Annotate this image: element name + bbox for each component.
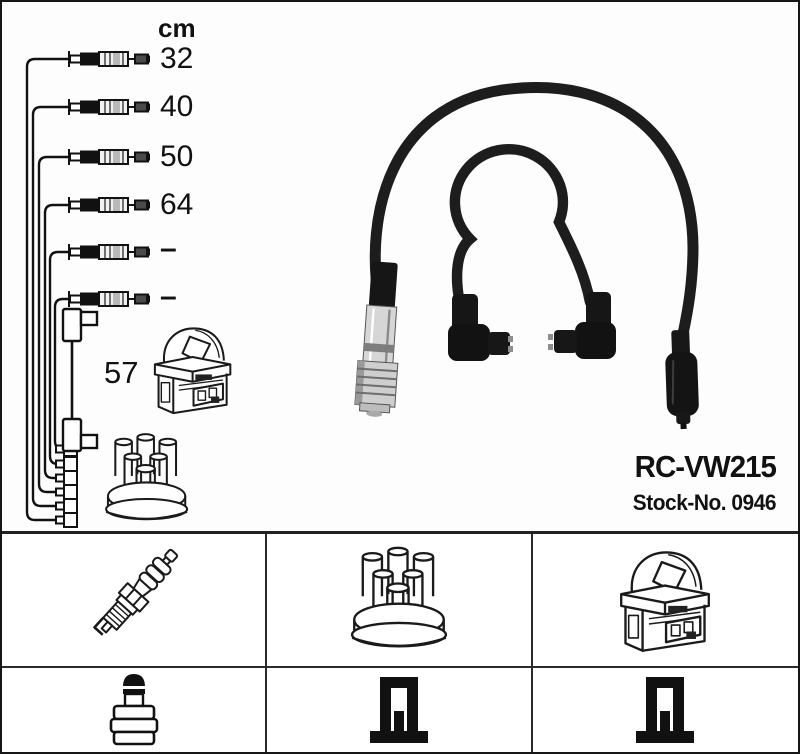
wire-tree-lines xyxy=(25,57,68,522)
distributor-side-terminals xyxy=(55,441,78,528)
left-elbow-boot xyxy=(448,294,513,361)
cell-coil-connection xyxy=(533,668,798,752)
looped-plug-cable xyxy=(449,144,596,310)
cell-ignition-coil xyxy=(532,534,798,668)
din-terminal-icon xyxy=(369,677,428,743)
plug-boot-icon xyxy=(109,672,158,746)
wire-length-value: 64 xyxy=(160,188,194,221)
wire-length-value: 32 xyxy=(160,42,194,75)
coil-lead-cable xyxy=(369,82,699,340)
spark-plug-icon xyxy=(89,541,186,645)
wire-length-value: – xyxy=(160,232,177,265)
din-terminal-icon xyxy=(636,677,695,743)
part-number: RC-VW215 xyxy=(634,449,777,484)
coil-wire-length-value: 57 xyxy=(104,355,139,390)
wire-length-value: 40 xyxy=(160,90,194,123)
wire-end-connectors xyxy=(68,50,151,308)
length-unit-header: cm xyxy=(158,13,196,43)
component-grid xyxy=(2,531,798,752)
cable-set-photo xyxy=(354,82,699,430)
wire-length-value: 50 xyxy=(160,140,194,173)
wire-length-value: – xyxy=(160,280,177,313)
cell-spark-plug xyxy=(2,534,268,668)
coil-wire-drawing xyxy=(61,307,99,453)
ignition-coil-icon xyxy=(620,551,711,652)
distributor-cap-art-small xyxy=(105,433,189,521)
stock-number: Stock-No. 0946 xyxy=(632,490,777,515)
wire-length-schematic xyxy=(25,50,232,528)
straight-boot xyxy=(665,329,699,430)
cell-distributor-connection xyxy=(267,668,533,752)
right-elbow-boot xyxy=(548,292,616,359)
distributor-cap-icon xyxy=(350,546,448,648)
ignition-coil-art-small xyxy=(153,327,232,415)
cell-plug-connector xyxy=(2,668,268,752)
cell-distributor-cap xyxy=(267,534,533,668)
metal-connector xyxy=(354,261,399,417)
